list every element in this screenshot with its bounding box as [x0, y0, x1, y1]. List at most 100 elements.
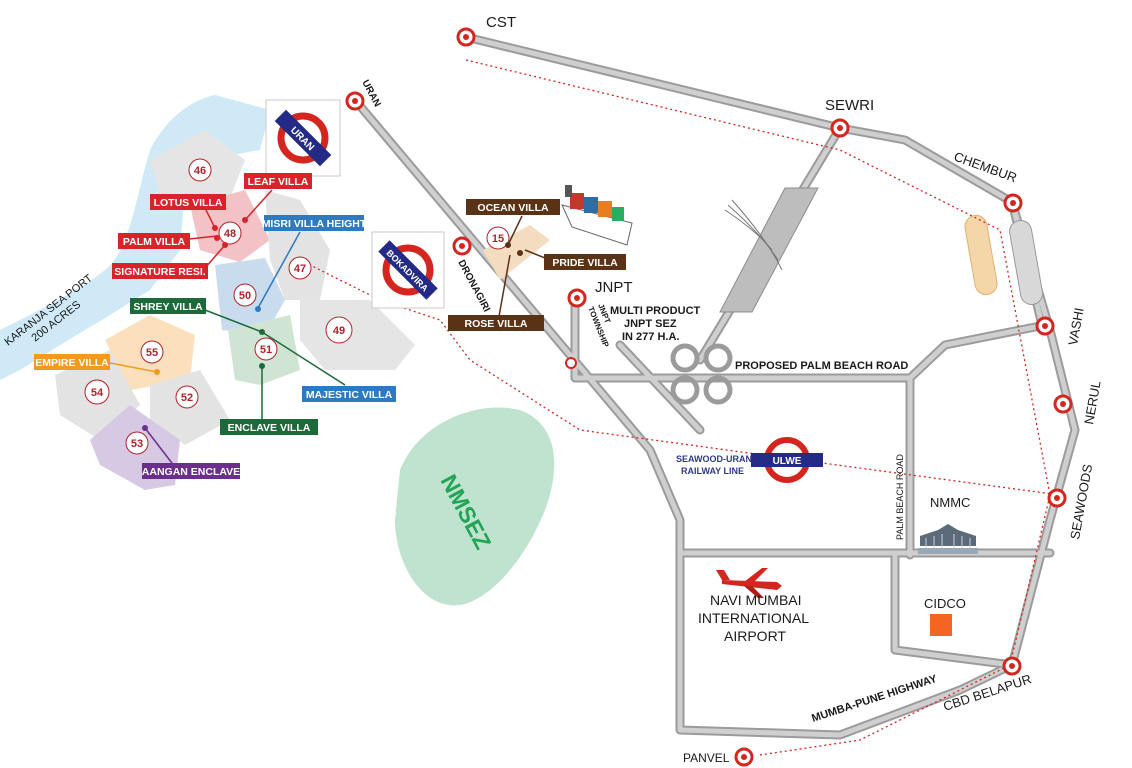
svg-text:MAJESTIC VILLA: MAJESTIC VILLA: [306, 389, 393, 401]
plot-52: 52: [175, 385, 199, 409]
tag-signature-resi: SIGNATURE RESI.: [112, 263, 208, 279]
svg-text:SHREY VILLA: SHREY VILLA: [133, 301, 203, 313]
label-railway-1: SEAWOOD-URAN: [676, 454, 752, 464]
station-marker-icon: [1003, 193, 1023, 213]
plot-51: 51: [254, 337, 278, 361]
metro-sign-uran: URAN: [265, 99, 341, 177]
svg-text:46: 46: [194, 165, 206, 177]
svg-text:52: 52: [181, 392, 193, 404]
nmsez-area: [395, 407, 555, 606]
svg-text:48: 48: [224, 228, 236, 240]
tag-palm-villa: PALM VILLA: [118, 233, 190, 249]
svg-text:EMPIRE VILLA: EMPIRE VILLA: [35, 357, 109, 369]
tag-rose-villa: ROSE VILLA: [448, 315, 544, 331]
station-markers: [345, 27, 1073, 767]
label-sez-1: MULTI PRODUCT: [610, 305, 701, 317]
label-cidco: CIDCO: [924, 596, 966, 611]
svg-text:15: 15: [492, 233, 504, 245]
svg-text:ENCLAVE VILLA: ENCLAVE VILLA: [228, 422, 311, 434]
tag-aangan-enclave: AANGAN ENCLAVE: [142, 463, 240, 479]
svg-text:LOTUS VILLA: LOTUS VILLA: [154, 197, 223, 209]
svg-text:AANGAN ENCLAVE: AANGAN ENCLAVE: [142, 466, 240, 478]
tag-lotus-villa: LOTUS VILLA: [150, 194, 226, 210]
label-seawoods: SEAWOODS: [1067, 463, 1095, 541]
sea-link-bridge-icon: [719, 187, 819, 313]
plot-48: 48: [218, 221, 242, 245]
svg-text:49: 49: [333, 325, 345, 337]
metro-sign-ulwe: ULWE: [751, 437, 823, 483]
cidco-square-icon: [930, 614, 952, 636]
tag-enclave-villa: ENCLAVE VILLA: [220, 419, 318, 435]
cargo-ship-icon: [561, 185, 633, 246]
plot-15: 15: [486, 226, 510, 250]
label-sez-2: JNPT SEZ: [624, 318, 677, 330]
label-vashi: VASHI: [1065, 306, 1086, 346]
road-network: [350, 32, 1080, 740]
airplane-icon: [716, 568, 782, 598]
svg-text:53: 53: [131, 438, 143, 450]
plot-numbers: 46 47 48 49 50 51 52 53 54 55: [84, 158, 353, 455]
svg-text:54: 54: [91, 387, 104, 399]
tag-leaf-villa: LEAF VILLA: [244, 173, 312, 189]
station-marker-icon: [565, 357, 577, 369]
svg-text:ROSE VILLA: ROSE VILLA: [464, 318, 527, 330]
label-airport-2: INTERNATIONAL: [698, 610, 809, 626]
label-nmmc: NMMC: [930, 495, 970, 510]
villa-tags: LEAF VILLA LOTUS VILLA PALM VILLA SIGNAT…: [34, 173, 626, 479]
interchange: [670, 343, 733, 405]
plot-55: 55: [140, 340, 164, 364]
svg-text:PALM VILLA: PALM VILLA: [123, 236, 186, 248]
label-nerul: NERUL: [1081, 380, 1103, 426]
metro-sign-ulwe-text: ULWE: [773, 456, 802, 467]
svg-text:MISRI VILLA HEIGHT: MISRI VILLA HEIGHT: [262, 218, 367, 230]
capsule-grey: [1009, 219, 1044, 306]
svg-text:47: 47: [294, 263, 306, 275]
label-airport-1: NAVI MUMBAI: [710, 592, 802, 608]
station-marker-icon: [456, 27, 476, 47]
plot-49: 49: [325, 316, 353, 344]
label-panvel: PANVEL: [683, 751, 730, 765]
svg-text:50: 50: [239, 290, 251, 302]
tag-majestic-villa: MAJESTIC VILLA: [302, 386, 396, 402]
tag-misri-villa-height: MISRI VILLA HEIGHT: [262, 215, 367, 231]
tag-dots: [142, 217, 523, 431]
label-cst: CST: [486, 14, 516, 31]
plot-46: 46: [188, 158, 212, 182]
svg-text:55: 55: [146, 347, 158, 359]
svg-text:PRIDE VILLA: PRIDE VILLA: [552, 257, 618, 269]
plot-54: 54: [84, 379, 110, 405]
svg-text:LEAF VILLA: LEAF VILLA: [248, 176, 309, 188]
metro-sign-bokadvira: BOKADVIRA: [371, 231, 445, 309]
station-marker-icon: [734, 747, 754, 767]
station-marker-icon: [1002, 656, 1022, 676]
tag-empire-villa: EMPIRE VILLA: [34, 354, 110, 370]
station-marker-icon: [1035, 316, 1055, 336]
svg-text:51: 51: [260, 344, 272, 356]
metro-roundel-icon: ULWE: [751, 437, 823, 483]
capsule-orange: [964, 214, 998, 296]
tag-shrey-villa: SHREY VILLA: [130, 298, 206, 314]
plot-50: 50: [233, 283, 257, 307]
plot-53: 53: [125, 431, 149, 455]
label-jnpt: JNPT: [595, 279, 633, 296]
tag-pride-villa: PRIDE VILLA: [544, 254, 626, 270]
plot-15-area: [483, 225, 550, 280]
station-marker-icon: [345, 91, 365, 111]
label-chembur: CHEMBUR: [952, 149, 1019, 186]
label-sez-3: IN 277 H.A.: [622, 331, 679, 343]
tag-ocean-villa: OCEAN VILLA: [466, 199, 560, 215]
plot-47: 47: [288, 256, 312, 280]
station-marker-icon: [567, 288, 587, 308]
label-palm-beach-vertical: PALM BEACH ROAD: [895, 454, 905, 540]
station-marker-icon: [452, 236, 472, 256]
station-marker-icon: [1053, 394, 1073, 414]
station-marker-icon: [830, 118, 850, 138]
plot-49-area: [300, 300, 415, 370]
label-sewri: SEWRI: [825, 97, 874, 114]
nmmc-building-icon: [918, 524, 978, 554]
label-railway-2: RAILWAY LINE: [681, 466, 744, 476]
label-airport-3: AIRPORT: [724, 628, 786, 644]
label-palm-beach-road: PROPOSED PALM BEACH ROAD: [735, 360, 908, 372]
label-highway: MUMBA-PUNE HIGHWAY: [810, 673, 939, 725]
